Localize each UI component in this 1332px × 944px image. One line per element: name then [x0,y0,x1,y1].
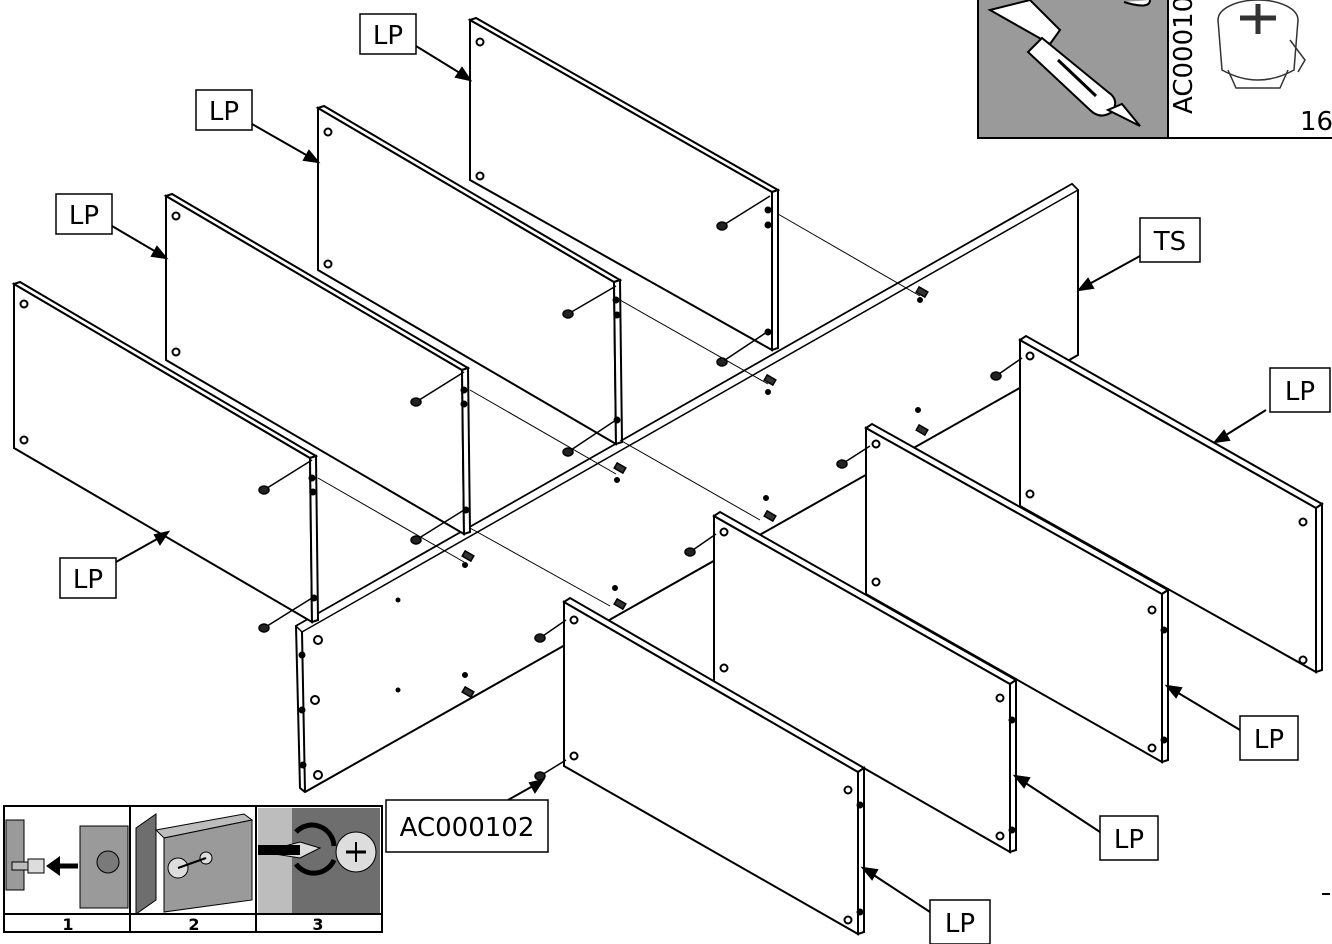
fitting-guide-line [415,371,465,403]
fitting-guide-line [721,195,771,227]
cam-fitting [258,485,270,495]
fitting-guide-line [263,459,313,491]
label-lp-third: LP [55,193,113,235]
label-lp-second: LP [195,89,253,131]
right-panel-4 [562,596,866,936]
fitting-guide-line [415,509,465,541]
label-ts-text: TS [1153,227,1186,257]
fitting-guide-line [567,285,617,315]
label-boxes: LP LP LP LP TS LP LP LP [55,13,1331,944]
step-inset: 1 2 3 [3,805,383,934]
connector-bolt [915,285,929,299]
left-panel-2 [315,104,624,446]
label-lp-top: LP [359,13,417,55]
label-lp-left-bottom: LP [59,557,117,599]
connector-bolt [763,373,777,387]
step-3-panel [258,808,380,914]
parts-box-code: AC00010 [1169,0,1199,114]
parts-box-count: 16 [1300,107,1332,137]
label-lp-third-text: LP [69,201,99,231]
label-lp-bottom-text: LP [945,909,975,939]
cam-fitting [836,459,848,469]
cam-fitting [716,357,728,367]
label-fitting-code-text: AC000102 [400,813,535,843]
label-lp-bottom: LP [929,899,991,944]
leader-arrows [111,45,1267,913]
center-spine-panel-ts [294,182,1080,794]
fitting-guide-line [567,419,617,453]
cam-fitting [562,309,574,319]
connector-bolt [461,685,475,699]
rotate-arrow-icon [293,822,337,876]
insert-arrow-icon [46,856,78,876]
right-panel-2 [864,422,1170,764]
alignment-line [619,299,769,385]
connector-bolt [915,423,929,437]
label-lp-second-text: LP [209,97,239,127]
label-lp-right-top: LP [1269,367,1331,413]
alignment-line [777,213,921,297]
step-2-panel [132,808,256,915]
cam-fitting [410,535,422,545]
cam-fitting [258,623,270,633]
fitting-guide-line [721,329,771,363]
connector-bolt [613,597,627,611]
alignment-line [317,477,465,563]
connector-bolt [763,509,777,523]
parts-box: AC00010 16 [977,0,1332,139]
alignment-line [619,439,761,521]
cam-lock-icon [1217,0,1306,89]
label-lp-right-mid: LP [1239,715,1299,761]
right-panel-1 [1018,334,1324,674]
cam-fitting [716,221,728,231]
cam-fitting [562,447,574,457]
cam-fitting [684,547,696,557]
label-lp-left-bottom-text: LP [73,565,103,595]
label-fitting-code: AC000102 [385,799,549,853]
alignment-line [469,389,617,475]
step-1-number: 1 [62,915,73,934]
alignment-line [469,527,611,607]
cam-fitting [410,397,422,407]
step-3-number: 3 [312,915,323,934]
left-panel-3 [163,192,472,536]
label-lp-right-low-text: LP [1114,825,1144,855]
right-panel-3 [712,510,1018,854]
label-lp-right-low: LP [1099,815,1159,861]
cam-fitting [534,633,546,643]
fitting-guide-line [841,445,871,465]
label-ts: TS [1139,217,1201,263]
step-1-panel [5,808,130,914]
label-lp-right-mid-text: LP [1254,725,1284,755]
screwdriver-icon [987,0,1151,127]
left-panels [11,16,781,624]
cam-fitting [534,771,546,781]
connector-bolt [613,461,627,475]
step-2-number: 2 [188,915,199,934]
fitting-guide-line [263,597,313,629]
cam-fitting [990,371,1002,381]
label-lp-top-text: LP [373,21,403,51]
right-panels [562,334,1324,936]
label-lp-right-top-text: LP [1285,377,1315,407]
left-panel-4 [11,280,320,624]
cam-fittings [258,195,1023,781]
left-panel-1 [467,16,781,352]
connector-bolt [461,549,475,563]
